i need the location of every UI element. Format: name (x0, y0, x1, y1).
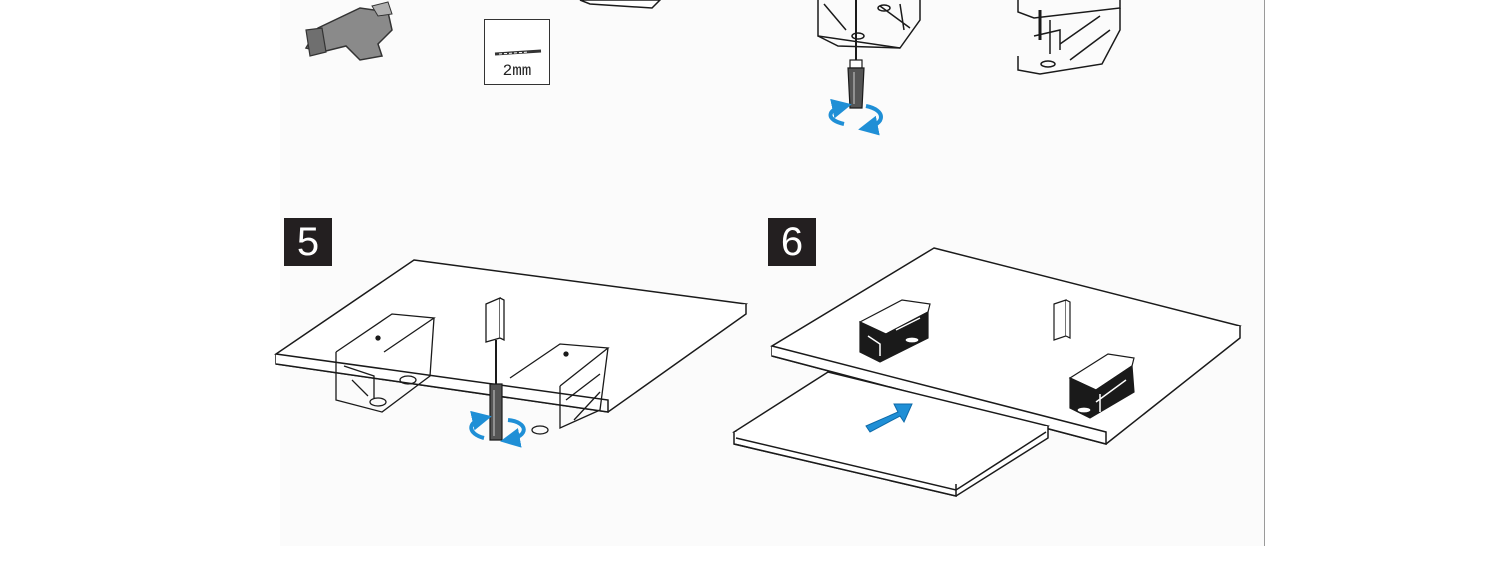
shelf-board-icon (273, 259, 749, 413)
drill-bit-size-label: 2mm (502, 62, 532, 80)
rotate-arrow-icon (828, 98, 883, 136)
insert-arrow-icon (865, 403, 913, 433)
screwdriver-icon (847, 0, 865, 109)
mounting-bracket-icon (1068, 353, 1135, 419)
mounting-bracket-icon (817, 0, 921, 49)
page-divider (1264, 0, 1265, 546)
drill-bit-box: 2mm (484, 19, 550, 85)
step-number-badge: 5 (284, 218, 332, 266)
panel-board-icon (732, 371, 1050, 497)
clip-icon (485, 297, 505, 343)
mounting-bracket-icon (335, 313, 436, 413)
screwdriver-icon (489, 340, 503, 441)
step-number-badge: 6 (768, 218, 816, 266)
drill-bit-icon (494, 49, 542, 56)
mounting-bracket-icon (858, 299, 931, 363)
mounting-bracket-icon (1017, 0, 1121, 75)
panel-board-icon (579, 0, 662, 9)
rotate-arrow-icon (469, 410, 526, 448)
cordless-drill-icon (304, 1, 393, 61)
clip-icon (1053, 299, 1071, 341)
mounting-bracket-icon (509, 343, 610, 435)
